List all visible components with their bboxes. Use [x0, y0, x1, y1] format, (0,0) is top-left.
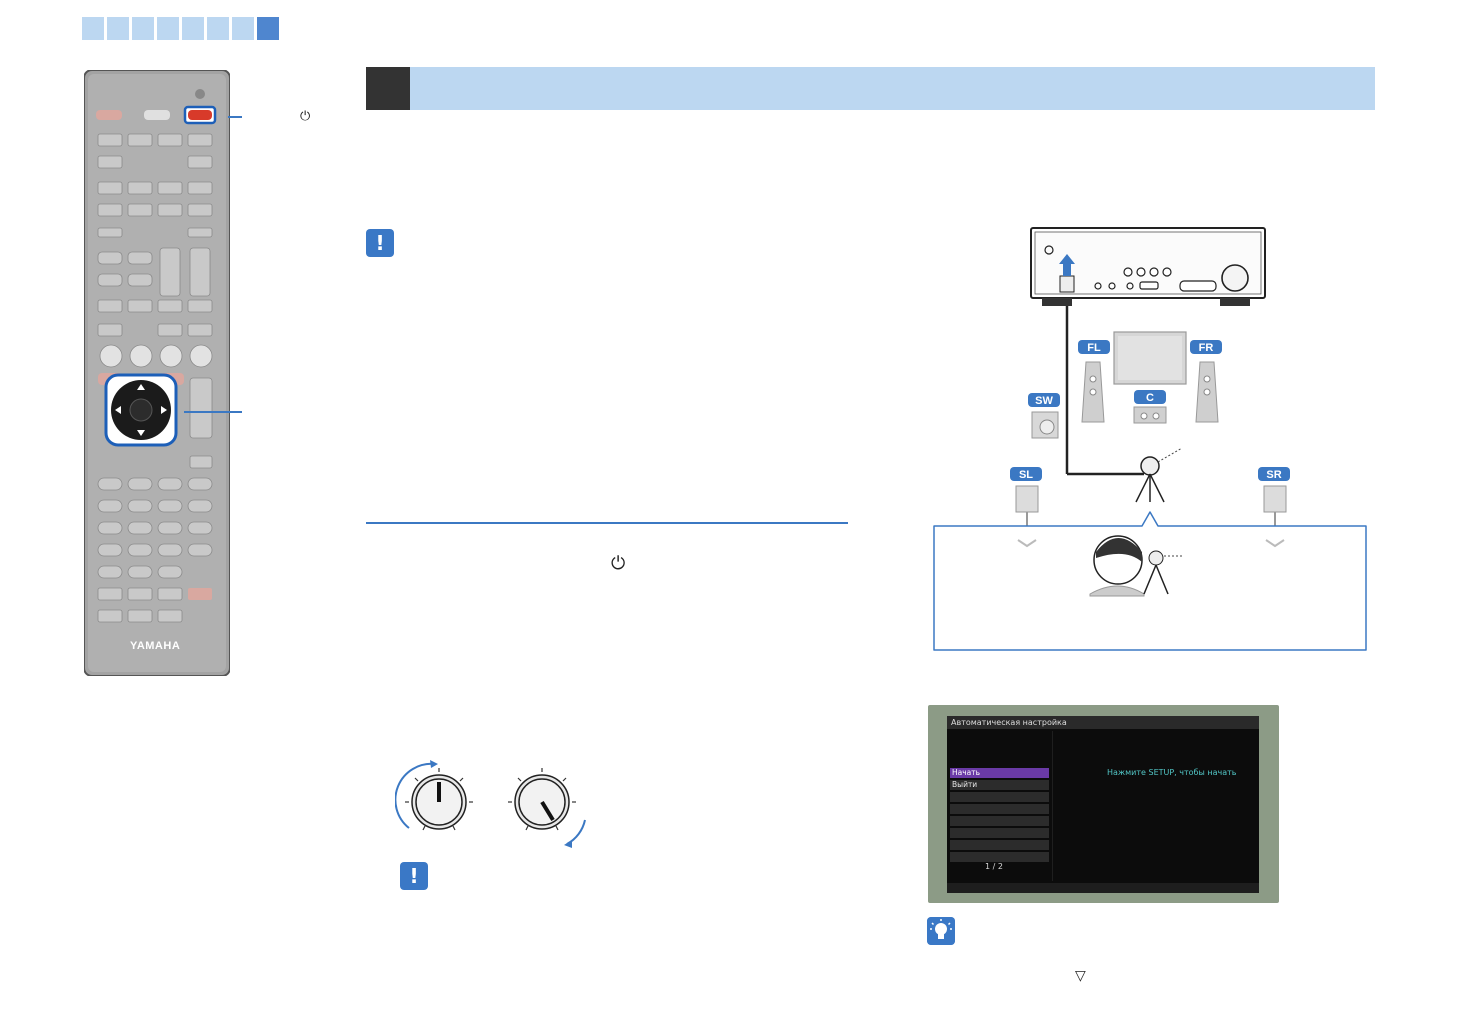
- osd-footer-bar: [947, 883, 1259, 893]
- osd-menu-item-start[interactable]: Начать: [950, 768, 1049, 778]
- osd-menu-item-empty: [950, 828, 1049, 838]
- osd-menu-item-empty: [950, 816, 1049, 826]
- speaker-label-c: C: [1146, 392, 1154, 404]
- step-number-box: [366, 67, 410, 110]
- progress-square[interactable]: [132, 17, 154, 40]
- caution-icon: !: [366, 229, 394, 257]
- tv-screen-image: Автоматическая настройка Начать Выйти 1 …: [928, 705, 1279, 903]
- speaker-label-fl: FL: [1087, 342, 1101, 354]
- osd-message: Нажмите SETUP, чтобы начать: [1107, 768, 1237, 777]
- speaker-label-fr: FR: [1199, 342, 1214, 354]
- progress-square[interactable]: [207, 17, 229, 40]
- speaker-label-sw: SW: [1035, 395, 1053, 407]
- power-callout-label: ⏻: [300, 108, 311, 123]
- speaker-placement-diagram: FL FR SW C SL SR: [933, 227, 1367, 651]
- osd-menu-item-empty: [950, 840, 1049, 850]
- caution-icon: !: [400, 862, 428, 890]
- speaker-label-sr: SR: [1266, 469, 1281, 481]
- lightbulb-icon: [927, 917, 955, 945]
- osd-page-indicator: 1 / 2: [985, 862, 1003, 871]
- remote-control-illustration: [84, 70, 230, 676]
- osd-menu-item-exit[interactable]: Выйти: [950, 780, 1049, 790]
- step-header-bar: [366, 67, 1375, 110]
- volume-knobs-illustration: [395, 760, 586, 848]
- power-icon: ⏻: [611, 553, 626, 574]
- speaker-label-sl: SL: [1019, 469, 1033, 481]
- progress-square[interactable]: [157, 17, 179, 40]
- progress-square[interactable]: [82, 17, 104, 40]
- progress-square[interactable]: [232, 17, 254, 40]
- cursor-keys-callout-line: [184, 411, 242, 413]
- progress-square[interactable]: [182, 17, 204, 40]
- osd-menu-item-empty: [950, 792, 1049, 802]
- progress-square[interactable]: [107, 17, 129, 40]
- progress-square-current[interactable]: [257, 17, 279, 40]
- osd-menu: Начать Выйти: [950, 768, 1049, 864]
- osd-menu-item-empty: [950, 852, 1049, 862]
- osd-title: Автоматическая настройка: [947, 716, 1259, 729]
- page-progress-indicator: [82, 17, 279, 40]
- osd-divider: [1052, 731, 1053, 881]
- down-triangle-icon: ▽: [1075, 968, 1086, 984]
- remote-brand-label: YAMAHA: [130, 640, 181, 652]
- osd-window: Автоматическая настройка Начать Выйти 1 …: [947, 716, 1259, 893]
- power-button-callout-line: [228, 116, 242, 118]
- section-divider: [366, 522, 848, 524]
- osd-menu-item-empty: [950, 804, 1049, 814]
